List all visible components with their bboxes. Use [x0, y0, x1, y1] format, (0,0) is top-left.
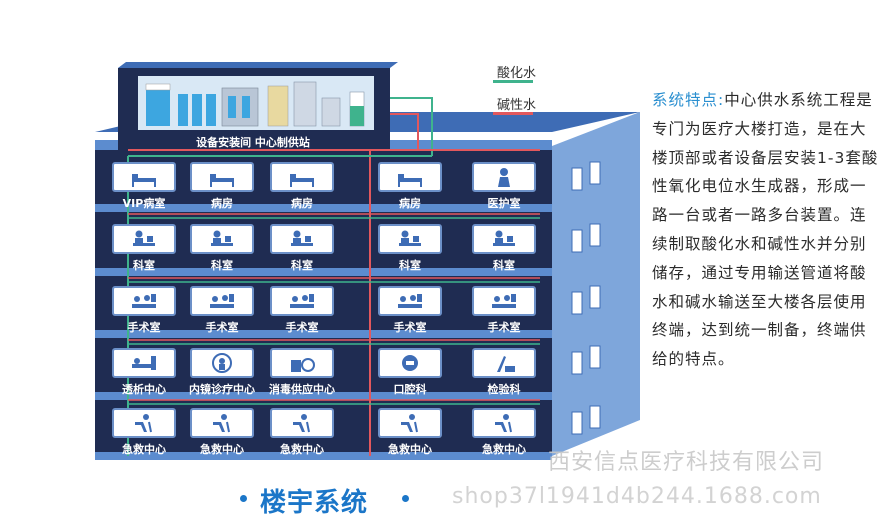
room-label: 病房 — [399, 197, 421, 210]
floor-slabs — [95, 140, 552, 460]
surgery-icon — [132, 294, 156, 308]
room-label: 检验科 — [487, 383, 521, 396]
room-label: 科室 — [399, 259, 421, 272]
legend-acid-label: 酸化水 — [497, 66, 537, 81]
description-heading: 系统特点: — [652, 91, 725, 109]
sterilize-icon — [291, 358, 315, 372]
room-label: 手术室 — [285, 321, 319, 334]
doctor-desk-room-box — [112, 224, 176, 254]
page-title: 楼宇系统 — [260, 488, 369, 518]
description-body: 中心供水系统工程是专门为医疗大楼打造，是在大楼顶部或者设备层安装1-3套酸性氧化… — [652, 91, 879, 369]
dental-icon — [402, 355, 418, 371]
dental-room-box — [378, 348, 442, 378]
watermark-company: 西安信点医疗科技有限公司 — [548, 450, 825, 475]
bed-icon — [290, 174, 314, 187]
room-label: 急救中心 — [280, 443, 324, 456]
emergency-icon — [401, 414, 418, 433]
roof-room-top — [118, 62, 398, 68]
surgery-room-box — [112, 286, 176, 316]
room-label: 手术室 — [393, 321, 427, 334]
room-label: 手术室 — [205, 321, 239, 334]
room-label: 科室 — [291, 259, 313, 272]
endoscopy-icon — [212, 353, 232, 373]
emergency-room-box — [472, 408, 536, 438]
bed-room-box — [112, 162, 176, 192]
room-label: 病房 — [211, 197, 233, 210]
bed-icon — [132, 174, 156, 187]
legend-alkali-line — [493, 112, 533, 115]
room-label: 急救中心 — [482, 443, 526, 456]
bed-room-box — [270, 162, 334, 192]
room-label: 透析中心 — [122, 383, 166, 396]
room-label: VIP病室 — [122, 197, 166, 210]
doctor-desk-icon — [291, 230, 313, 246]
room-label: 急救中心 — [122, 443, 166, 456]
surgery-icon — [210, 294, 234, 308]
doctor-desk-room-box — [472, 224, 536, 254]
room-label: 科室 — [493, 259, 515, 272]
roof-label: 设备安装间 中心制供站 — [196, 136, 310, 149]
dialysis-icon — [132, 356, 156, 370]
room-label: 口腔科 — [393, 383, 427, 396]
watermark-shop: shop37l1941d4b244.1688.com — [452, 484, 822, 509]
bed-room-box — [190, 162, 254, 192]
lab-room-box — [472, 348, 536, 378]
emergency-icon — [293, 414, 310, 433]
sterilize-room-box — [270, 348, 334, 378]
surgery-room-box — [190, 286, 254, 316]
surgery-icon — [290, 294, 314, 308]
nurse-icon — [498, 168, 510, 187]
lab-icon — [497, 356, 515, 372]
room-label: 内镜诊疗中心 — [189, 383, 255, 396]
legend-acid-line — [493, 80, 533, 83]
title-dot-left — [240, 495, 247, 502]
endoscopy-room-box — [190, 348, 254, 378]
room-label: 科室 — [133, 259, 155, 272]
emergency-icon — [135, 414, 152, 433]
room-label: 手术室 — [127, 321, 161, 334]
emergency-room-box — [190, 408, 254, 438]
doctor-desk-room-box — [378, 224, 442, 254]
surgery-room-box — [472, 286, 536, 316]
emergency-room-box — [112, 408, 176, 438]
supply-pipes — [127, 97, 540, 456]
surgery-icon — [492, 294, 516, 308]
doctor-desk-room-box — [270, 224, 334, 254]
dialysis-room-box — [112, 348, 176, 378]
room-label: 急救中心 — [200, 443, 244, 456]
system-description: 系统特点:中心供水系统工程是专门为医疗大楼打造，是在大楼顶部或者设备层安装1-3… — [652, 86, 882, 374]
surgery-room-box — [270, 286, 334, 316]
doctor-desk-icon — [493, 230, 515, 246]
room-label: 手术室 — [487, 321, 521, 334]
emergency-room-box — [378, 408, 442, 438]
doctor-desk-icon — [133, 230, 155, 246]
surgery-icon — [398, 294, 422, 308]
floor-pipes — [128, 213, 540, 405]
nurse-room-box — [472, 162, 536, 192]
doctor-desk-icon — [399, 230, 421, 246]
legend-alkali-label: 碱性水 — [497, 98, 537, 113]
room-label: 病房 — [291, 197, 313, 210]
doctor-desk-room-box — [190, 224, 254, 254]
title-dot-right — [402, 495, 409, 502]
bed-icon — [398, 174, 422, 187]
room-label: 科室 — [211, 259, 233, 272]
side-windows — [571, 161, 601, 435]
room-label: 急救中心 — [388, 443, 432, 456]
bed-icon — [210, 174, 234, 187]
equipment-tanks — [145, 81, 365, 127]
room-label: 消毒供应中心 — [269, 383, 335, 396]
emergency-icon — [213, 414, 230, 433]
doctor-desk-icon — [211, 230, 233, 246]
emergency-icon — [495, 414, 512, 433]
surgery-room-box — [378, 286, 442, 316]
bed-room-box — [378, 162, 442, 192]
emergency-room-box — [270, 408, 334, 438]
room-label: 医护室 — [487, 197, 521, 210]
